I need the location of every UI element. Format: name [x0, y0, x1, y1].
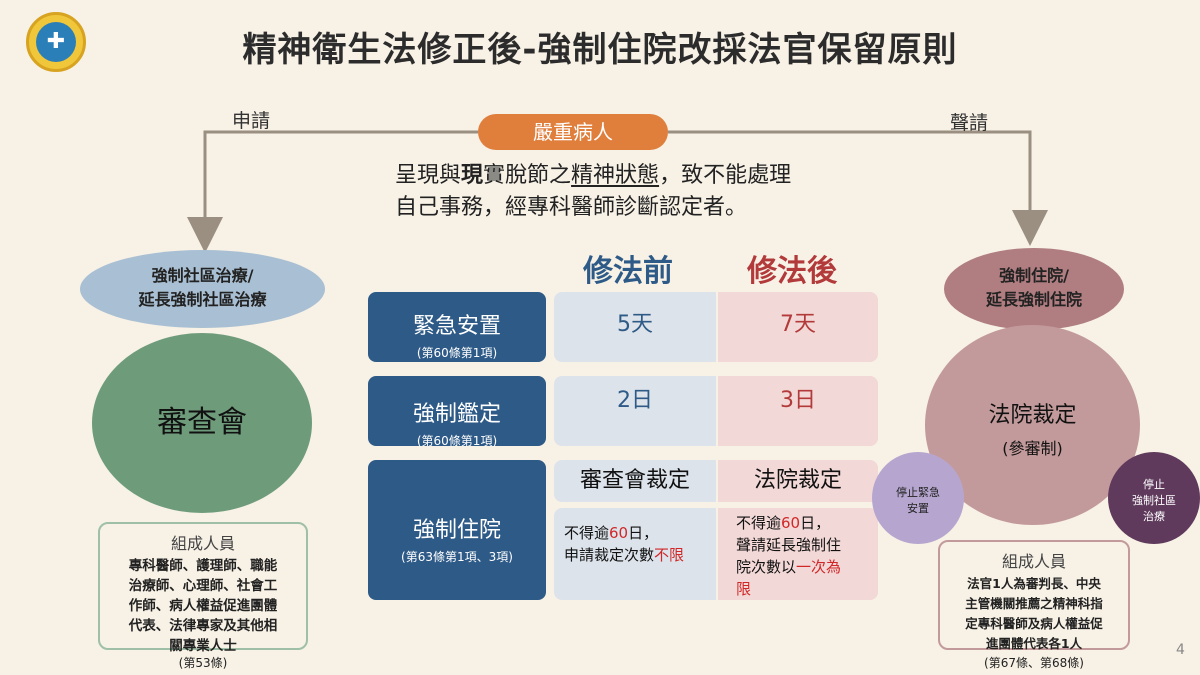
- arrow-left: [187, 130, 478, 253]
- hospitalization-ellipse: 強制住院/延長強制住院: [944, 248, 1124, 330]
- cell-after-2: 3日: [718, 376, 878, 446]
- cell-after-3-head: 法院裁定: [718, 460, 878, 502]
- row-compulsory-hospitalization: 強制住院 (第63條第1項、3項): [368, 460, 546, 600]
- right-members-box: 組成人員 法官1人為審判長、中央 主管機關推薦之精神科指 定專科醫師及病人權益促…: [938, 540, 1130, 651]
- arrow-right: [668, 130, 1048, 246]
- page-number: 4: [1176, 642, 1185, 658]
- column-before: 修法前: [583, 254, 673, 289]
- column-after: 修法後: [747, 254, 837, 289]
- cell-after-3-body: 不得逾60日， 聲請延長強制住 院次數以一次為 限: [718, 508, 878, 600]
- emblem-glyph: ✚: [36, 22, 76, 62]
- left-members-box: 組成人員 專科醫師、護理師、職能 治療師、心理師、社會工 作師、病人權益促進團體…: [98, 522, 308, 654]
- definition-text: 呈現與現實脫節之精神狀態，致不能處理 自己事務，經專科醫師診斷認定者。: [395, 163, 792, 220]
- cell-before-1: 5天: [554, 292, 716, 362]
- row-compulsory-assessment: 強制鑑定 (第60條第1項): [368, 376, 546, 448]
- left-article-ref: (第53條): [178, 656, 228, 670]
- cell-before-3-head: 審查會裁定: [554, 460, 716, 502]
- cell-before-3-body: 不得逾60日， 申請裁定次數不限: [554, 508, 716, 600]
- right-article-ref: (第67條、第68條): [984, 656, 1084, 670]
- stop-emergency-placement-circle: 停止緊急 安置: [872, 452, 964, 544]
- agency-emblem-icon: ✚: [26, 12, 86, 72]
- petition-label: 聲請: [950, 112, 989, 134]
- review-committee-circle: 審查會: [92, 333, 312, 513]
- cell-after-1: 7天: [718, 292, 878, 362]
- page-title: 精神衛生法修正後-強制住院改採法官保留原則: [242, 30, 958, 70]
- apply-label: 申請: [232, 110, 271, 132]
- community-treatment-ellipse: 強制社區治療/延長強制社區治療: [80, 250, 325, 328]
- cell-before-2: 2日: [554, 376, 716, 446]
- row-emergency-placement: 緊急安置 (第60條第1項): [368, 292, 546, 362]
- severe-patient-pill: 嚴重病人: [478, 114, 668, 150]
- stop-community-treatment-circle: 停止 強制社區 治療: [1108, 452, 1200, 544]
